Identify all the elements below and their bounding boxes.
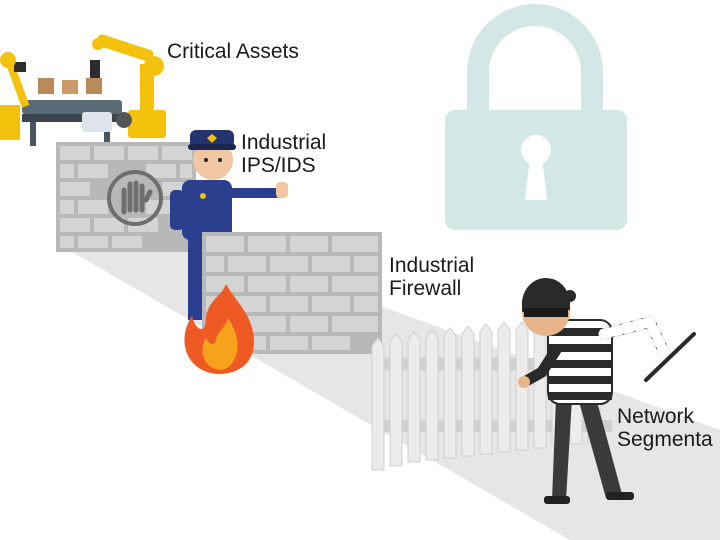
stop-hand-icon xyxy=(107,170,163,226)
robot-assembly-icon xyxy=(0,34,166,146)
crowbar-icon xyxy=(644,332,696,382)
police-officer-icon xyxy=(170,130,288,320)
segmentation-label-line-1: Network xyxy=(617,405,695,428)
ips-ids-label: Industrial IPS/IDS xyxy=(241,131,326,177)
padlock-icon xyxy=(445,4,627,230)
fire-icon xyxy=(184,284,254,374)
ips-ids-label-line-1: Industrial xyxy=(241,131,327,154)
firewall-label-line-2: Firewall xyxy=(389,277,462,300)
critical-assets-label: Critical Assets xyxy=(167,40,299,63)
firewall-label: Industrial Firewall xyxy=(389,254,474,300)
segmentation-label-line-2: Segmenta xyxy=(617,428,713,451)
firewall-label-line-1: Industrial xyxy=(389,254,475,277)
burglar-icon xyxy=(518,277,696,504)
ips-ids-label-line-2: IPS/IDS xyxy=(241,154,316,177)
segmentation-label: Network Segmenta xyxy=(617,405,713,451)
